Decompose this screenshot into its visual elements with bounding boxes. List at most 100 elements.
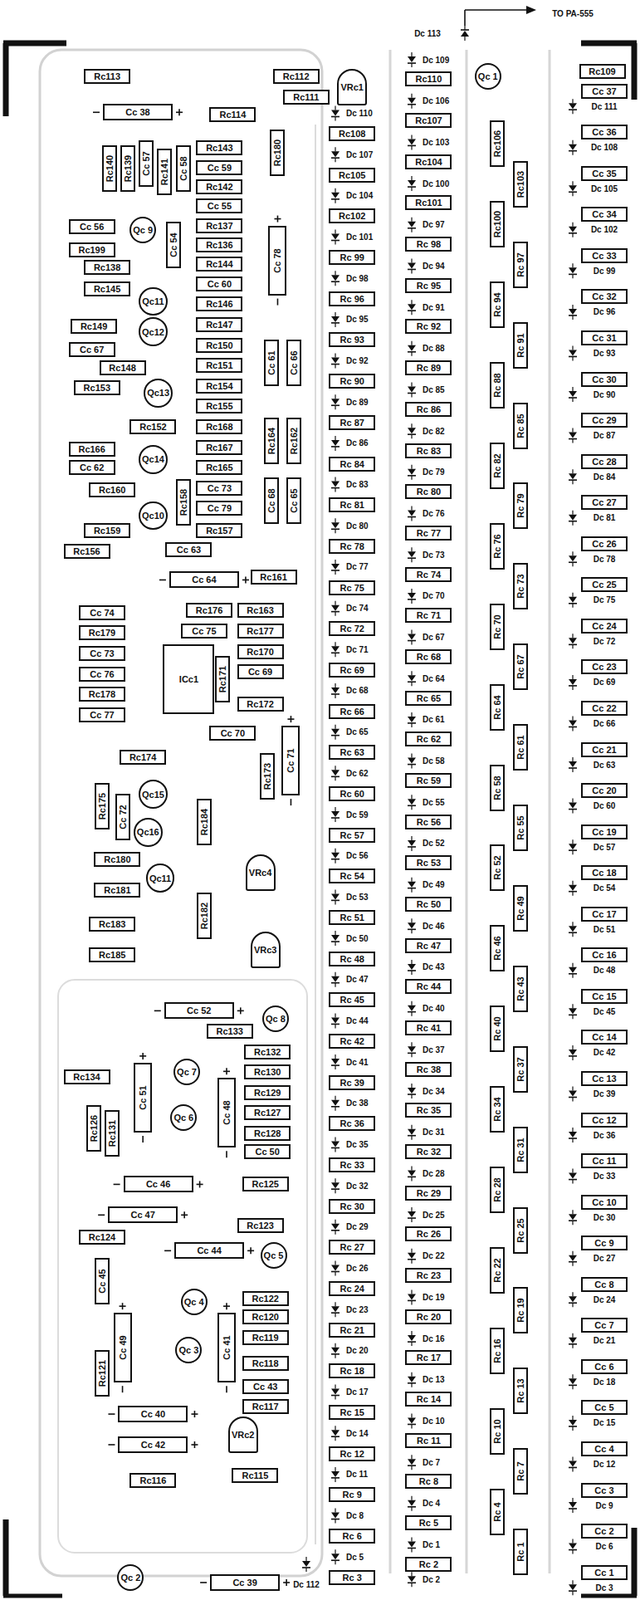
diode-lead (334, 270, 336, 275)
part-name: Cc 36 (591, 127, 616, 137)
diode-lead (410, 1454, 412, 1459)
diode-label: Dc 96 (592, 307, 617, 317)
diode-lead (410, 1547, 412, 1552)
part-name: Rc 17 (416, 1352, 441, 1363)
diode-label: Dc 18 (592, 1377, 617, 1387)
part-name: Qc14 (141, 454, 165, 465)
diode-lead (410, 630, 412, 635)
component-box: Cc 34 (581, 206, 628, 222)
part-name: Rc 74 (416, 569, 441, 580)
diode-label: Dc 60 (592, 801, 617, 811)
component-box: Rc 78 (328, 538, 376, 554)
diode-lead (571, 315, 573, 320)
component-box: Rc 44 (405, 978, 452, 994)
diode-symbol (407, 469, 416, 475)
component-box: Cc 19 (581, 824, 628, 840)
transistor-circle: Qc 9 (129, 216, 157, 244)
part-name: Rc141 (159, 157, 170, 185)
transistor-circle: Qc15 (138, 779, 168, 809)
part-name: Rc158 (178, 488, 189, 516)
part-name: Cc 35 (591, 168, 616, 179)
part-name: Rc104 (415, 156, 442, 167)
diode-label: Dc 103 (421, 137, 450, 147)
part-name: Rc 33 (340, 1159, 365, 1170)
diode-lead (410, 1259, 412, 1264)
diode-lead (571, 921, 573, 926)
part-name: Cc 65 (288, 488, 299, 513)
diode-label: Dc 69 (592, 677, 617, 687)
part-name: Rc173 (262, 762, 273, 789)
diode-label: Dc 84 (592, 472, 617, 482)
polarity-mark (122, 1385, 124, 1393)
diode-lead (334, 1466, 336, 1471)
diode-symbol (568, 1255, 577, 1261)
component-box: Rc 33 (328, 1157, 376, 1173)
diode-symbol (568, 308, 577, 315)
diode-lead (410, 392, 412, 397)
component-box: Cc 31 (581, 330, 628, 346)
diode-lead (410, 1412, 412, 1417)
part-name: Rc 82 (492, 453, 503, 478)
diode-symbol (407, 1252, 416, 1259)
diode-lead (334, 199, 336, 204)
part-name: Rc 26 (416, 1228, 441, 1239)
component-box: Rc 3 (328, 1569, 376, 1585)
diode-symbol (331, 192, 340, 199)
diode-lead (334, 528, 336, 533)
part-name: Rc 11 (416, 1435, 441, 1446)
part-name: Cc 59 (207, 162, 232, 173)
diode-lead (410, 888, 412, 893)
component-box: Rc129 (244, 1084, 291, 1100)
diode-label: Dc 11 (345, 1469, 369, 1479)
diode-lead (305, 1556, 307, 1561)
diode-symbol (331, 1470, 340, 1477)
diode-lead (410, 104, 412, 109)
part-name: Rc 32 (416, 1146, 441, 1157)
diode-label: Dc 56 (345, 850, 370, 860)
part-name: Cc 4 (594, 1443, 614, 1454)
component-box: Rc 43 (512, 965, 528, 1012)
part-name: Cc 46 (146, 1178, 171, 1189)
component-box: Rc 57 (328, 827, 376, 843)
diode-lead (334, 641, 336, 646)
part-name: Rc155 (205, 400, 233, 411)
part-name: Rc153 (83, 382, 111, 393)
part-name: Rc 66 (340, 706, 365, 717)
capacitor-box: Cc 38 (102, 103, 173, 121)
part-name: Rc112 (283, 71, 310, 82)
polarity-mark (225, 1067, 228, 1075)
capacitor-box: Cc 46 (123, 1175, 194, 1193)
diode-label: Dc 67 (421, 632, 446, 642)
component-box: Cc 3 (581, 1482, 628, 1498)
diode-label: Dc 97 (421, 219, 446, 230)
diode-lead (571, 1291, 573, 1296)
component-box: Rc121 (94, 1349, 110, 1397)
diode-lead (334, 1230, 336, 1235)
diode-label: Dc 72 (592, 636, 617, 646)
polarity-mark (277, 298, 279, 306)
component-box: Rc 20 (405, 1309, 452, 1324)
diode-symbol (568, 1172, 577, 1179)
diode-lead (410, 1248, 412, 1253)
polarity-mark (141, 1135, 144, 1143)
diode-lead (571, 304, 573, 309)
part-name: Rc149 (80, 321, 108, 332)
component-box: Rc 98 (405, 236, 452, 252)
polarity-mark (285, 1578, 288, 1586)
diode-lead (410, 1299, 412, 1305)
diode-lead (571, 1384, 573, 1389)
polarity-mark (178, 108, 181, 116)
diode-lead (410, 1582, 412, 1587)
part-name: Rc139 (122, 155, 133, 182)
polarity-mark (113, 1183, 121, 1186)
diode-label: Dc 3 (594, 1582, 614, 1593)
diode-lead (571, 263, 573, 268)
component-box: Rc 41 (405, 1020, 452, 1036)
part-name: Rc134 (73, 1071, 100, 1082)
component-box: Rc 17 (405, 1349, 452, 1365)
diode-label: Dc 83 (345, 479, 370, 489)
component-box: Rc 79 (512, 482, 528, 529)
part-name: Rc167 (205, 442, 233, 453)
part-name: Qc16 (136, 826, 160, 837)
component-box: Rc161 (250, 569, 298, 585)
